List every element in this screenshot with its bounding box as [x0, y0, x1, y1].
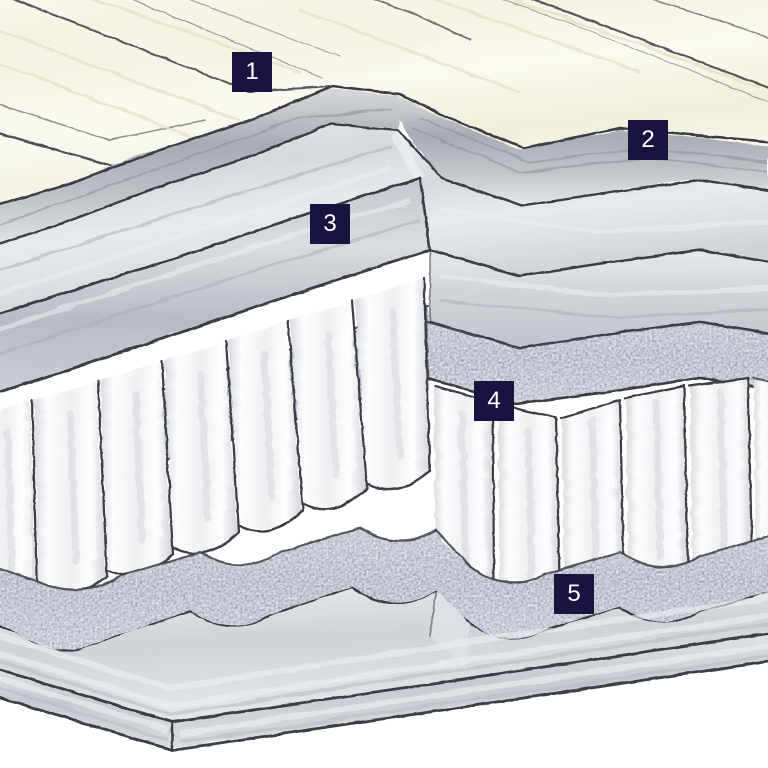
layer-insulation-batts — [0, 276, 768, 616]
layer-membrane-lower — [0, 526, 768, 653]
callout-3[interactable]: 3 — [310, 204, 350, 244]
callout-3-label: 3 — [323, 210, 337, 237]
callout-2[interactable]: 2 — [628, 120, 668, 160]
callout-2-label: 2 — [641, 126, 655, 153]
layer-base-board — [0, 588, 768, 752]
callout-5-label: 5 — [567, 580, 581, 607]
callout-5[interactable]: 5 — [554, 574, 594, 614]
callout-1[interactable]: 1 — [232, 52, 272, 92]
callout-4-label: 4 — [487, 387, 501, 414]
callout-1-label: 1 — [245, 58, 259, 85]
callout-4[interactable]: 4 — [474, 381, 514, 421]
